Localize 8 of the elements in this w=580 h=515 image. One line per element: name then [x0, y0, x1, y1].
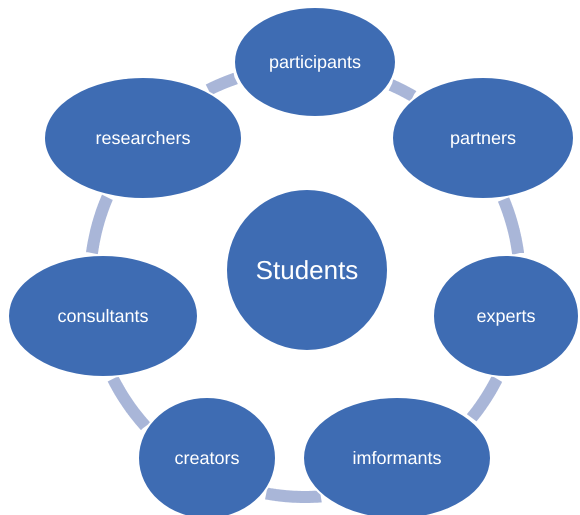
node-label: experts [476, 304, 536, 328]
node-label: creators [174, 446, 240, 470]
node-label: consultants [57, 304, 149, 328]
node-label: Students [256, 254, 358, 286]
node-label: researchers [95, 126, 191, 150]
node-label: partners [450, 126, 516, 150]
node-label: imformants [352, 446, 442, 470]
node-label: participants [268, 50, 362, 74]
